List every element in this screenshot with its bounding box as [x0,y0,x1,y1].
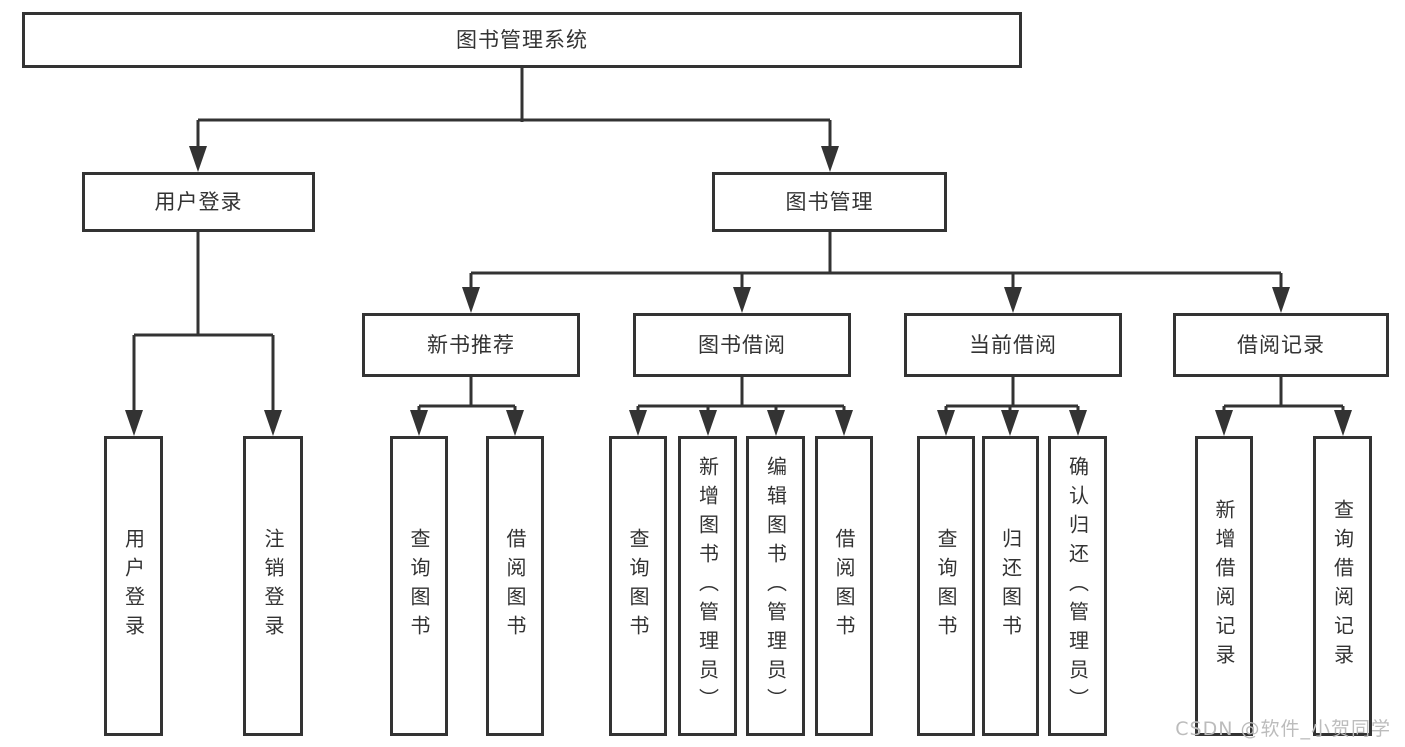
arrowhead [462,287,480,313]
leaf-current-query-books: 查询图书 [917,436,975,736]
arrowhead [1334,410,1352,436]
arrowhead [506,410,524,436]
node-root: 图书管理系统 [22,12,1022,68]
connector-book-mgmt-to-level3 [462,232,1290,313]
leaf-current-confirm-return-admin-label: 确认归还（管理员） [1065,455,1090,717]
node-book-borrowing: 图书借阅 [633,313,851,377]
node-new-book-recommend: 新书推荐 [362,313,580,377]
arrowhead [1215,410,1233,436]
arrowhead [733,287,751,313]
leaf-borrow-add-books-admin: 新增图书（管理员） [678,436,737,736]
arrowhead [1272,287,1290,313]
connector-root-to-level2 [189,68,839,172]
connector-current-borrow-to-leaves [937,377,1087,436]
node-borrowing-records: 借阅记录 [1173,313,1389,377]
leaf-user-login: 用户登录 [104,436,163,736]
node-user-login-label: 用户登录 [154,189,243,214]
arrowhead [821,146,839,172]
connector-user-login-to-leaves [125,232,282,436]
leaf-current-query-books-label: 查询图书 [934,528,958,644]
leaf-logout: 注销登录 [243,436,303,736]
leaf-borrow-edit-books-admin-label: 编辑图书（管理员） [763,455,788,717]
leaf-records-query-record: 查询借阅记录 [1313,436,1372,736]
arrowhead [189,146,207,172]
leaf-newbook-borrow-books: 借阅图书 [486,436,544,736]
connector-records-to-leaves [1215,377,1352,436]
leaf-current-return-books-label: 归还图书 [998,528,1023,644]
leaf-borrow-query-books: 查询图书 [609,436,667,736]
arrowhead [410,410,428,436]
arrowhead [1069,410,1087,436]
leaf-current-confirm-return-admin: 确认归还（管理员） [1048,436,1107,736]
leaf-newbook-query-books: 查询图书 [390,436,448,736]
csdn-watermark: CSDN @软件_小贺同学 [1175,718,1391,740]
leaf-records-add-record: 新增借阅记录 [1195,436,1253,736]
arrowhead [1001,410,1019,436]
arrowhead [699,410,717,436]
node-current-borrowing: 当前借阅 [904,313,1122,377]
leaf-borrow-edit-books-admin: 编辑图书（管理员） [746,436,805,736]
node-root-label: 图书管理系统 [456,27,588,52]
node-book-management: 图书管理 [712,172,947,232]
leaf-newbook-query-books-label: 查询图书 [407,528,431,644]
node-new-book-recommend-label: 新书推荐 [427,332,515,357]
leaf-user-login-label: 用户登录 [121,528,146,644]
node-user-login: 用户登录 [82,172,315,232]
leaf-newbook-borrow-books-label: 借阅图书 [503,528,527,644]
node-book-management-label: 图书管理 [785,189,874,214]
node-current-borrowing-label: 当前借阅 [969,332,1057,357]
leaf-borrow-add-books-admin-label: 新增图书（管理员） [695,455,720,717]
arrowhead [629,410,647,436]
arrowhead [125,410,143,436]
arrowhead [937,410,955,436]
leaf-logout-label: 注销登录 [261,528,285,644]
leaf-records-add-record-label: 新增借阅记录 [1212,499,1236,673]
arrowhead [835,410,853,436]
node-borrowing-records-label: 借阅记录 [1237,332,1325,357]
leaf-records-query-record-label: 查询借阅记录 [1330,499,1355,673]
leaf-borrow-borrow-books-label: 借阅图书 [832,528,856,644]
arrowhead [1004,287,1022,313]
leaf-borrow-query-books-label: 查询图书 [626,528,650,644]
arrowhead [767,410,785,436]
connector-book-borrow-to-leaves [629,377,853,436]
arrowhead [264,410,282,436]
leaf-borrow-borrow-books: 借阅图书 [815,436,873,736]
node-book-borrowing-label: 图书借阅 [698,332,786,357]
connector-new-book-to-leaves [410,377,524,436]
leaf-current-return-books: 归还图书 [982,436,1039,736]
